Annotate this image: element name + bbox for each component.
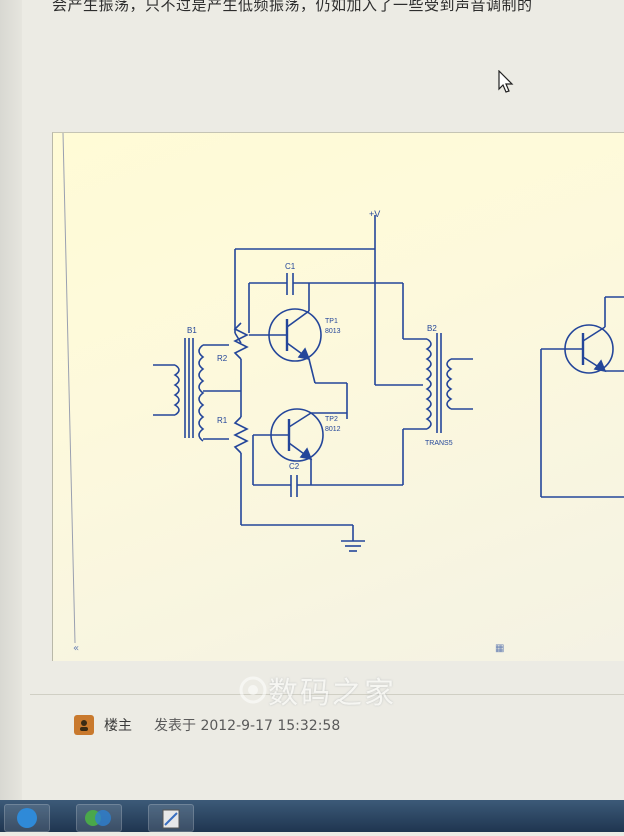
label-q2-part: 8012 (325, 426, 341, 433)
label-q1-part: 8013 (325, 328, 341, 335)
label-q2-name: TP2 (325, 416, 338, 423)
poster-label[interactable]: 楼主 (104, 718, 132, 734)
post-meta: 楼主 发表于 2012-9-17 15:32:58 (74, 712, 340, 738)
watermark-text: 数码之家 (268, 676, 396, 711)
start-orb-icon (17, 808, 37, 828)
transformer-b1 (153, 338, 241, 442)
label-c1: C1 (285, 262, 296, 271)
app-icon (85, 810, 111, 826)
resistor-r1 (233, 416, 249, 454)
schematic-image: +V C1 B1 R2 R1 TP1 8013 TP2 8012 C2 B2 T… (52, 132, 624, 661)
taskbar (0, 800, 624, 832)
label-b1: B1 (187, 326, 197, 335)
resistor-r2 (233, 322, 249, 360)
ground-symbol-icon (341, 535, 365, 552)
label-q1-name: TP1 (325, 318, 338, 325)
post-body-text: 会产生振荡，只不过是产生低频振荡，仍如加入了一些受到声音调制的 (52, 0, 533, 14)
label-supply: +V (369, 209, 380, 219)
mouse-pointer-icon (498, 70, 514, 93)
scroll-handle-icon[interactable]: ▦ (495, 643, 505, 654)
circuit-diagram: +V C1 B1 R2 R1 TP1 8013 TP2 8012 C2 B2 T… (62, 133, 624, 644)
taskbar-start-button[interactable] (4, 804, 50, 832)
scroll-left-icon[interactable]: « (73, 643, 80, 654)
transformer-b2 (402, 333, 473, 485)
label-c2: C2 (289, 462, 300, 471)
document-icon (162, 809, 180, 829)
user-avatar-icon[interactable] (74, 715, 94, 735)
post-body-text-line: 会产生振荡，只不过是产生低频振荡，仍如加入了一些受到声音调制的 (0, 0, 624, 18)
transistor-tp2-icon (253, 408, 347, 485)
post-timestamp: 发表于 2012-9-17 15:32:58 (154, 718, 341, 734)
label-r2: R2 (217, 354, 228, 363)
site-watermark: 数码之家 (238, 668, 396, 712)
taskbar-doc-button[interactable] (148, 804, 194, 832)
watermark-logo-icon (239, 676, 267, 704)
left-window-edge (0, 0, 22, 832)
transistor-tp1-icon (249, 283, 322, 384)
label-b2: B2 (427, 324, 437, 333)
label-b2-part: TRANS5 (425, 440, 453, 447)
label-r1: R1 (217, 416, 228, 425)
divider (30, 694, 624, 695)
taskbar-app-button[interactable] (76, 804, 122, 832)
partial-transistor-icon (540, 296, 624, 498)
